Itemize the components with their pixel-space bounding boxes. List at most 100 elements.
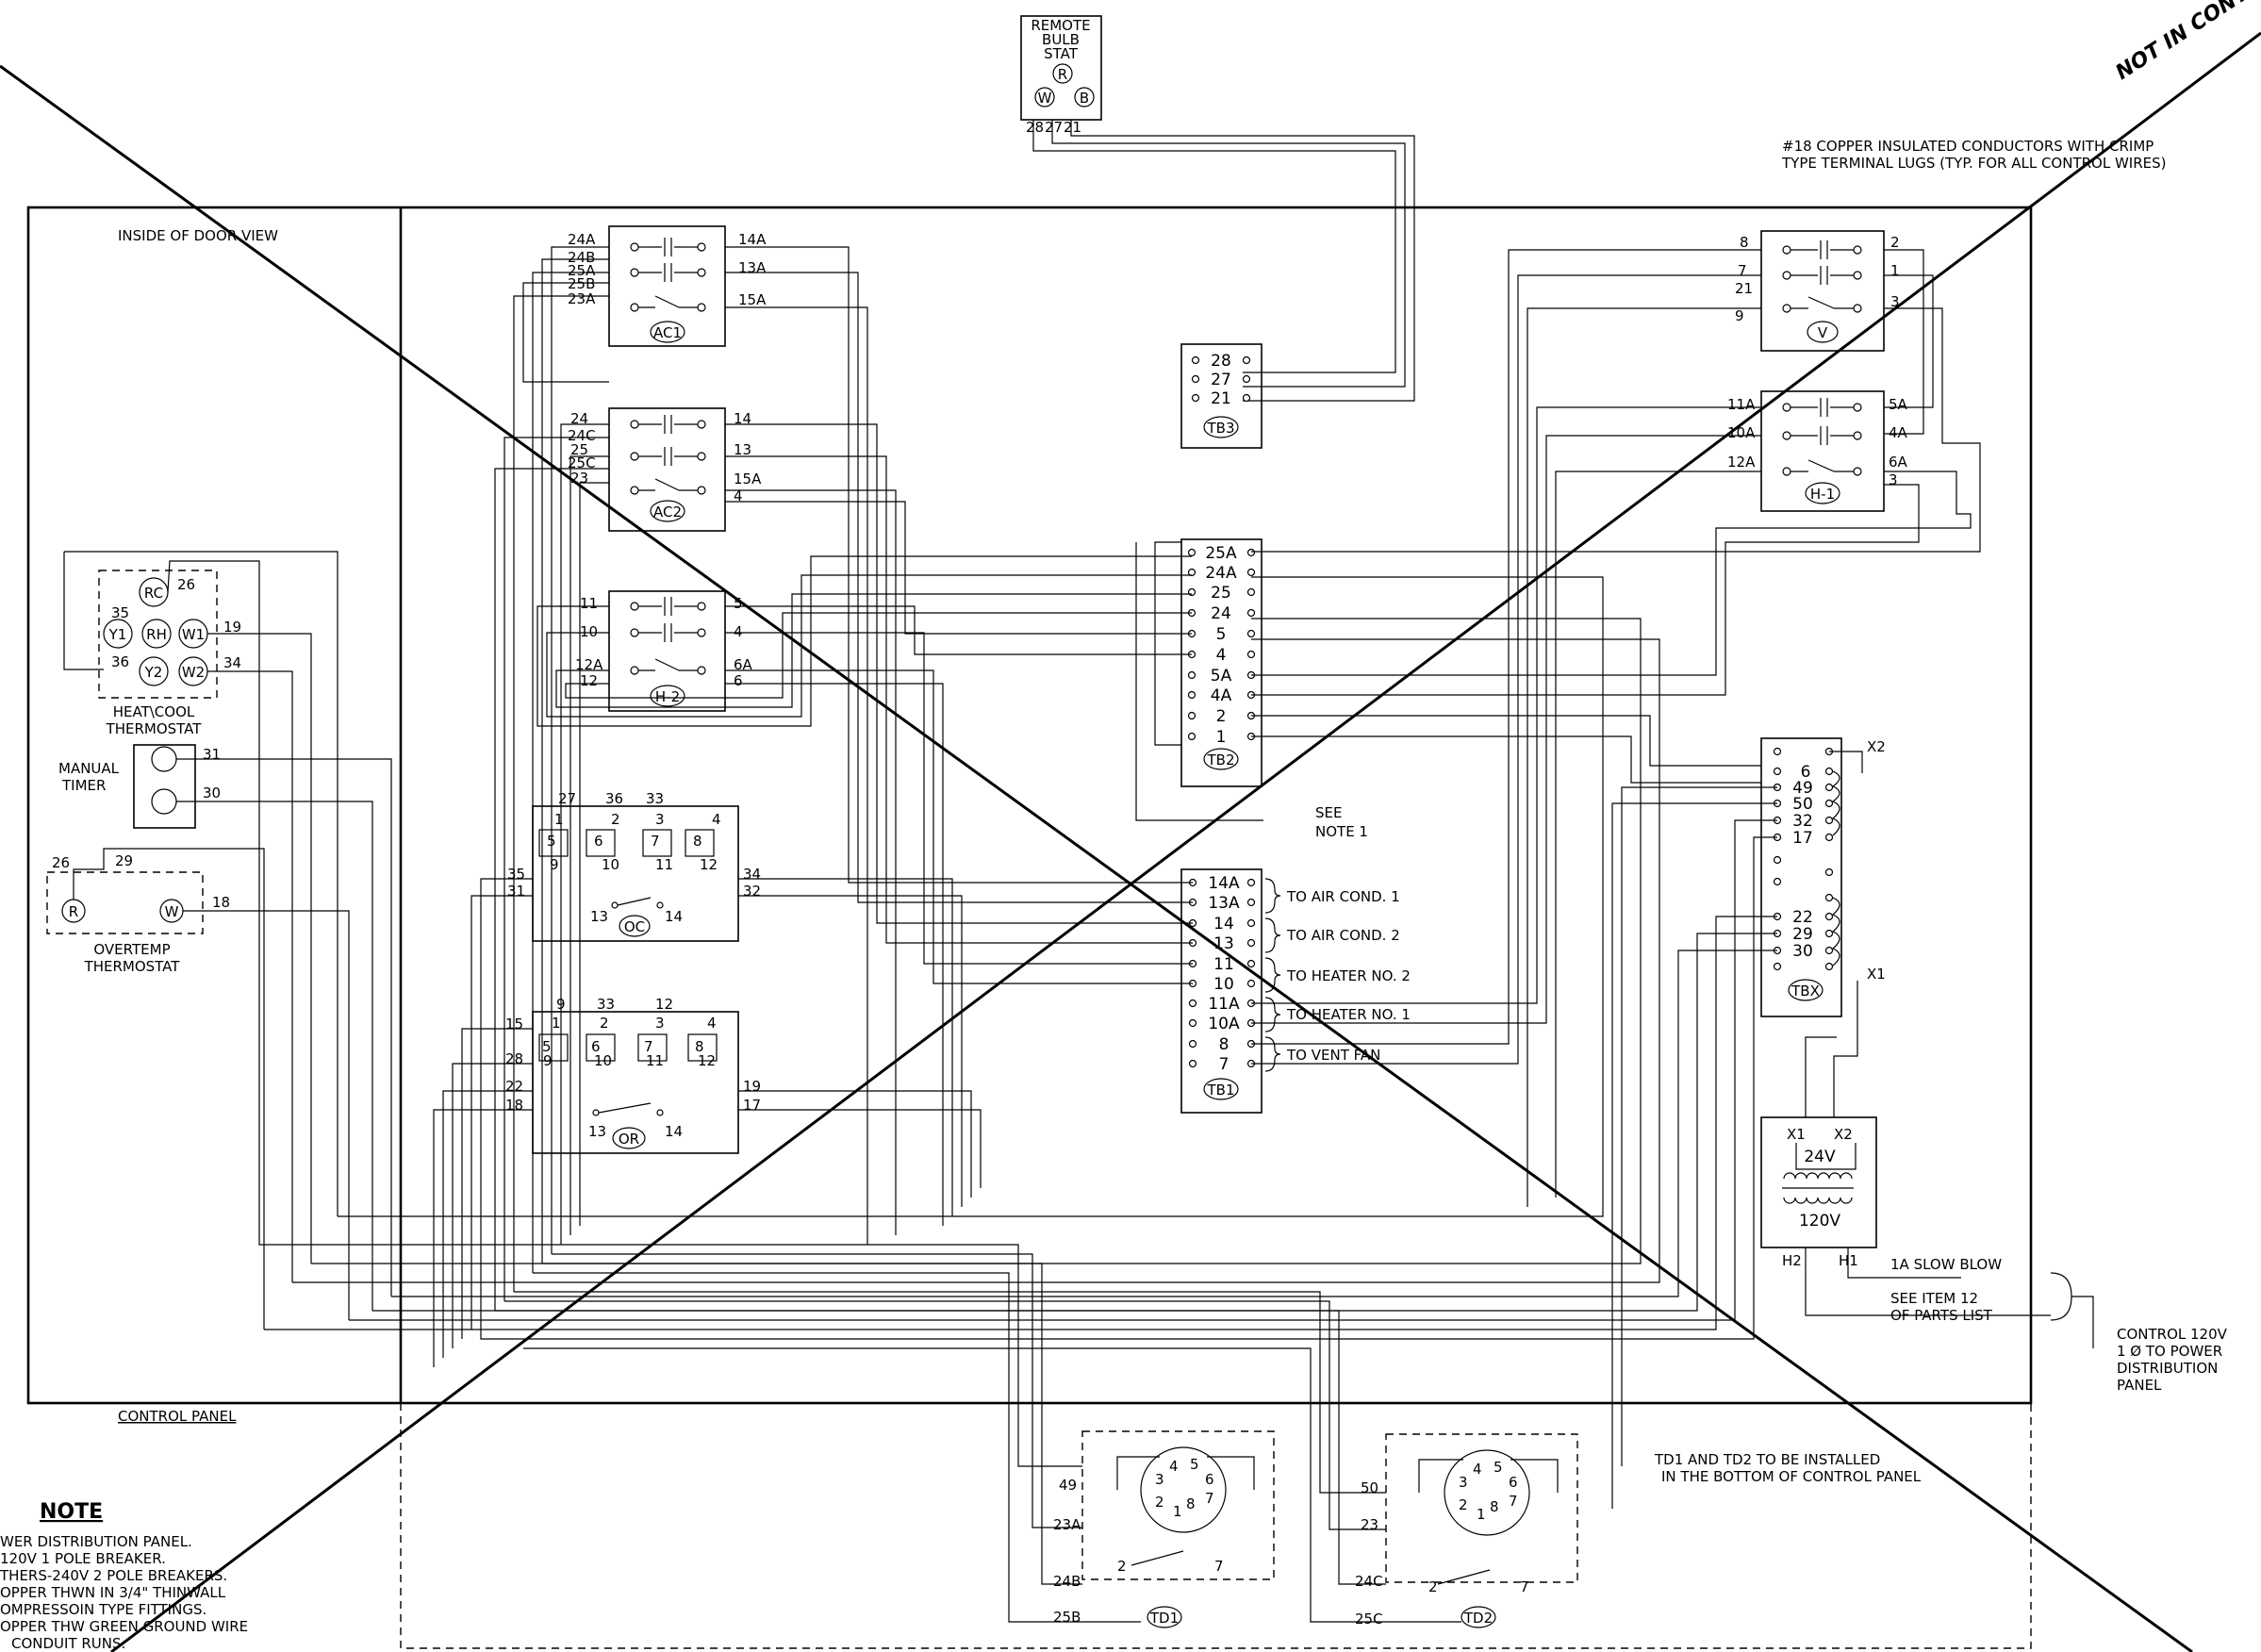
ac2-right-13: 13 — [734, 441, 751, 458]
thermostat-terminal-y2: Y2 — [144, 664, 163, 681]
thermostat-wire-19: 19 — [223, 619, 241, 636]
panel-bottom-dashed — [400, 1403, 2032, 1649]
remote-stat-terminal-r: R — [1058, 66, 1067, 83]
tbx-terminal-49: 49 — [1792, 779, 1813, 798]
ac1-id: AC1 — [653, 324, 682, 341]
terminal-block-tbx: 6 49 50 32 17 22 29 30 TBX X2 X1 — [1760, 737, 1886, 1017]
terminal-block-tb3: 28 27 21 TB3 — [1180, 343, 1263, 449]
tbx-terminal-50: 50 — [1792, 795, 1813, 814]
or-pin-7: 7 — [644, 1038, 653, 1055]
ac1-left-24a: 24A — [568, 231, 596, 248]
tbx-terminal-30: 30 — [1792, 942, 1813, 961]
ac2-right-4: 4 — [734, 487, 743, 504]
h2-left-12a: 12A — [575, 656, 603, 673]
note-line-3: THERS-240V 2 POLE BREAKERS. — [0, 1567, 227, 1584]
wire-harness — [258, 246, 1981, 1623]
or-id: OR — [619, 1131, 639, 1148]
oc-left-35: 35 — [507, 866, 525, 883]
td2-pin-7: 7 — [1509, 1493, 1518, 1510]
thermostat-terminal-y1: Y1 — [108, 626, 127, 643]
note-line-1: WER DISTRIBUTION PANEL. — [0, 1533, 192, 1550]
h1-right-6a: 6A — [1889, 454, 1908, 471]
ac2-left-24c: 24C — [568, 427, 596, 444]
overtemp-name-2: THERMOSTAT — [84, 958, 181, 975]
overtemp-wire-18: 18 — [212, 894, 230, 911]
thermostat-name-1: HEAT\COOL — [113, 703, 195, 720]
oc-pin-4: 4 — [712, 811, 721, 828]
xfmr-primary: 120V — [1799, 1212, 1840, 1231]
td1-pin-6: 6 — [1205, 1471, 1214, 1488]
note-line-7: CONDUIT RUNS. — [11, 1635, 125, 1652]
see-note-line-2: NOTE 1 — [1315, 823, 1368, 840]
tb2-terminals: 25A 24A 25 24 5 4 5A 4A 2 1 — [1187, 544, 1256, 747]
oc-top-33: 33 — [646, 790, 664, 807]
control-power-line-1: CONTROL 120V — [2117, 1326, 2228, 1343]
or-top-33: 33 — [597, 996, 615, 1013]
tb1-group-vent-fan: TO VENT FAN — [1286, 1047, 1380, 1064]
remote-stat-line-1: REMOTE — [1031, 17, 1090, 34]
thermostat-terminal-rh: RH — [146, 626, 167, 643]
remote-stat-line-2: BULB — [1042, 31, 1080, 48]
h1-right-4a: 4A — [1889, 424, 1908, 441]
oc-top-27: 27 — [558, 790, 576, 807]
td2-wire-25c: 25C — [1355, 1611, 1383, 1627]
h2-left-11: 11 — [580, 595, 598, 612]
or-pin-11: 11 — [646, 1052, 664, 1069]
ac1-right-14a: 14A — [738, 231, 767, 248]
tb1-terminal-11: 11 — [1213, 955, 1234, 974]
v-left-9: 9 — [1735, 307, 1744, 324]
control-panel-label: CONTROL PANEL — [118, 1408, 237, 1425]
oc-bottom-13: 13 — [590, 908, 608, 925]
overtemp-wire-26: 26 — [52, 854, 70, 871]
v-left-8: 8 — [1740, 234, 1749, 251]
ac1-left-24b: 24B — [568, 249, 595, 266]
or-pin-5: 5 — [542, 1038, 552, 1055]
oc-top-36: 36 — [605, 790, 623, 807]
h1-left-11a: 11A — [1727, 396, 1756, 413]
oc-pin-6: 6 — [594, 833, 603, 850]
not-in-contract-stamp: NOT IN CONTRACT — [2112, 0, 2261, 85]
h1-right-3: 3 — [1889, 471, 1898, 488]
xfmr-tap-x2: X2 — [1834, 1126, 1853, 1143]
oc-left-31: 31 — [507, 883, 525, 900]
or-right-19: 19 — [743, 1078, 761, 1095]
tb1-terminal-14a: 14A — [1208, 874, 1240, 893]
h2-right-6: 6 — [734, 672, 743, 689]
h1-right-5a: 5A — [1889, 396, 1908, 413]
overtemp-name-1: OVERTEMP — [93, 941, 170, 958]
td2-pin-5: 5 — [1494, 1459, 1503, 1476]
remote-stat-terminal-b: B — [1080, 90, 1089, 107]
thermostat-name-2: THERMOSTAT — [106, 720, 203, 737]
tb2-terminal-5: 5 — [1216, 625, 1227, 644]
h2-right-6a: 6A — [734, 656, 753, 673]
v-right-3: 3 — [1890, 293, 1900, 310]
v-right-1: 1 — [1890, 262, 1900, 279]
panel-frames: INSIDE OF DOOR VIEW CONTROL PANEL — [26, 206, 2033, 1649]
tb2-terminal-4: 4 — [1216, 646, 1227, 665]
terminal-block-tb1: 14A 13A 14 13 11 10 11A 10A 8 7 TB1 TO A… — [1180, 868, 1411, 1114]
or-pin-2: 2 — [600, 1015, 609, 1032]
remote-stat-wire-27: 27 — [1045, 119, 1063, 136]
ac2-left-24: 24 — [570, 410, 588, 427]
control-panel-frame — [26, 206, 2033, 1405]
tbx-id: TBX — [1791, 983, 1820, 999]
oc-pin-1: 1 — [554, 811, 564, 828]
oc-pin-3: 3 — [655, 811, 665, 828]
note-line-2: 120V 1 POLE BREAKER. — [0, 1550, 166, 1567]
ac2-right-14: 14 — [734, 410, 751, 427]
td2-pin-8: 8 — [1490, 1498, 1499, 1515]
general-notes: NOTE WER DISTRIBUTION PANEL. 120V 1 POLE… — [0, 1500, 248, 1652]
td1-pin-7: 7 — [1205, 1490, 1214, 1507]
or-pin-12: 12 — [698, 1052, 716, 1069]
tb1-terminal-7: 7 — [1219, 1055, 1230, 1074]
thermostat-wire-35: 35 — [111, 604, 129, 621]
remote-stat-terminal-w: W — [1038, 90, 1052, 107]
tb3-terminal-21: 21 — [1211, 389, 1231, 408]
remote-stat-wire-21: 21 — [1064, 119, 1081, 136]
relay-or: 9 33 12 1 2 3 4 5 6 7 8 9 10 11 12 15 28… — [505, 996, 761, 1154]
tb1-group-air-cond-1: TO AIR COND. 1 — [1286, 888, 1400, 905]
void-cross — [0, 31, 2261, 1652]
td1-wire-23a: 23A — [1053, 1516, 1081, 1533]
td2-pin-2: 2 — [1459, 1496, 1468, 1513]
